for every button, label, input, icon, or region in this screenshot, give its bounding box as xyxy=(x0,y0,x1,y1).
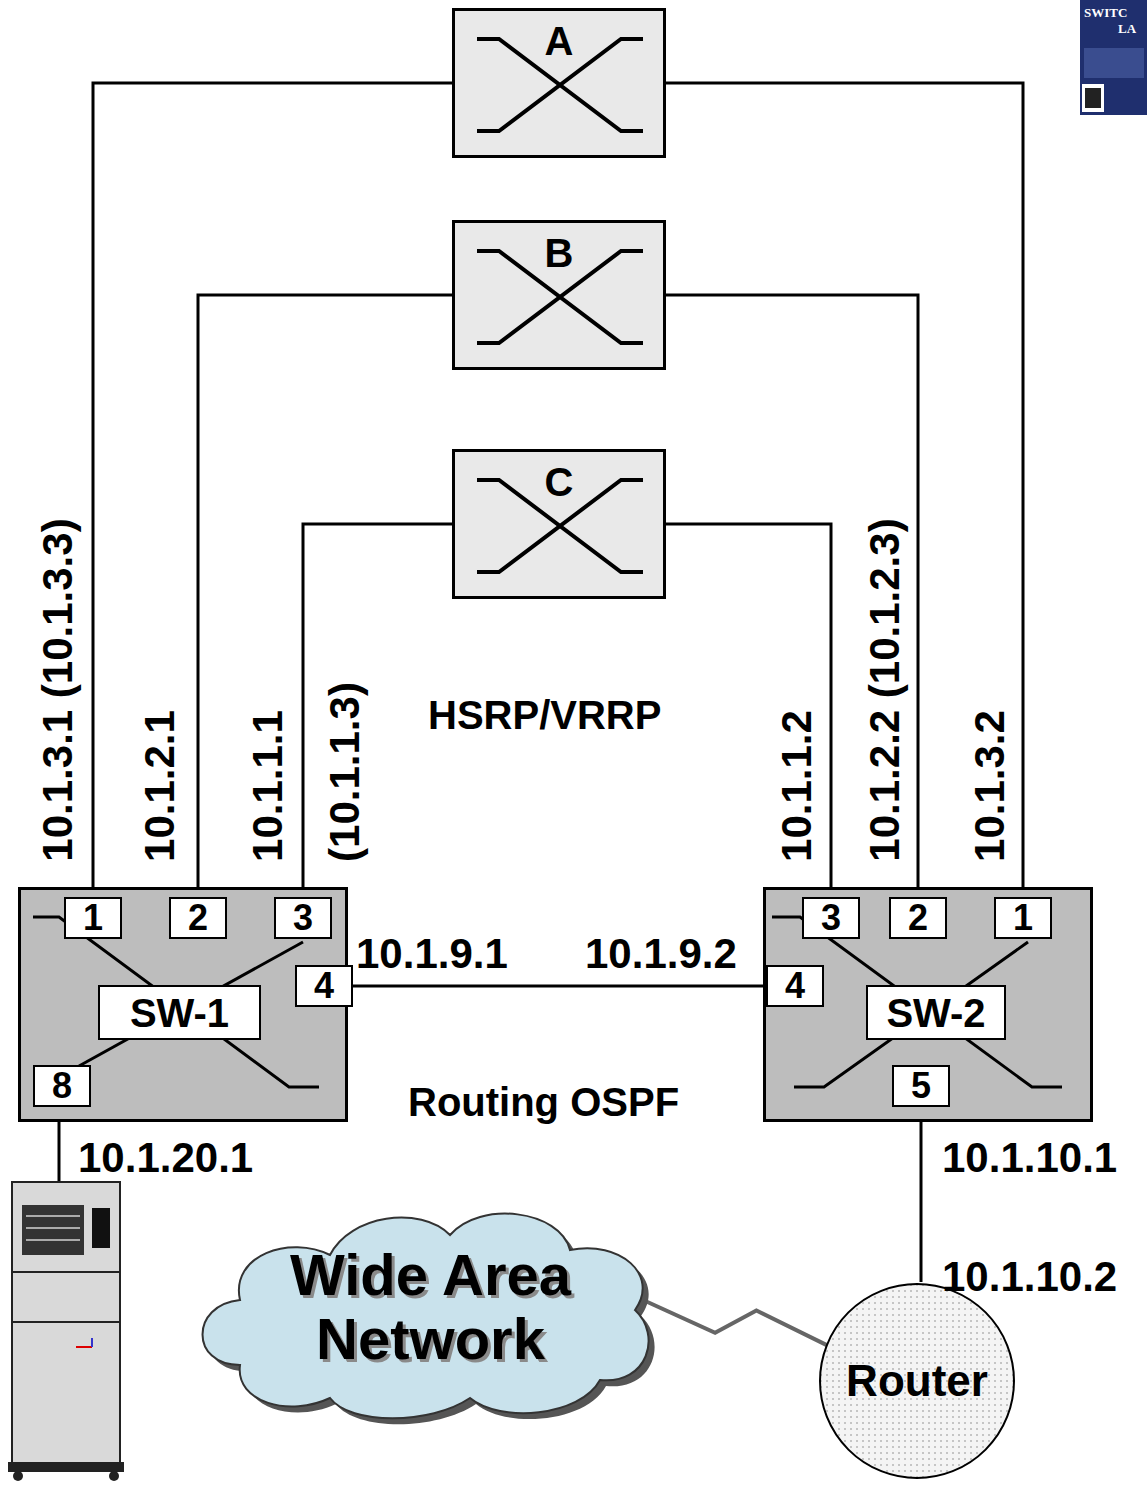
book-cover xyxy=(1080,0,1147,115)
ip-address-label: 10.1.1.1 xyxy=(247,710,289,862)
switch-box: SW-1 1 2 3 4 8 xyxy=(18,887,348,1122)
xbox-label: B xyxy=(541,233,578,273)
ip-address-label: 10.1.2.1 xyxy=(139,710,181,862)
port-label: 4 xyxy=(768,967,822,1005)
server-panel xyxy=(92,1208,110,1248)
port-label: 3 xyxy=(276,899,330,937)
port-label: 3 xyxy=(804,899,858,937)
ip-address-label: 10.1.3.2 xyxy=(969,710,1011,862)
server-led xyxy=(91,1338,93,1347)
port-box: 8 xyxy=(33,1065,91,1107)
connector-line xyxy=(920,1107,923,1282)
server-wheel xyxy=(109,1471,119,1481)
server-seam xyxy=(12,1321,120,1323)
server-body xyxy=(12,1182,120,1464)
switch-label: SW-1 xyxy=(98,985,261,1040)
connector-line xyxy=(666,295,918,897)
cross-connect-box: C xyxy=(452,449,666,599)
switch-line xyxy=(33,917,319,1087)
port-label: 8 xyxy=(35,1067,89,1105)
server-drive-slot xyxy=(26,1239,80,1241)
server-base xyxy=(8,1462,124,1472)
port-label: 1 xyxy=(66,899,120,937)
port-box: 1 xyxy=(994,897,1052,939)
cloud-outline xyxy=(203,1214,649,1419)
port-box: 3 xyxy=(802,897,860,939)
book-cover-text: SWITC xyxy=(1084,6,1127,19)
wan-cloud: Wide Area Network xyxy=(180,1195,665,1432)
port-box: 5 xyxy=(892,1065,950,1107)
router-outline xyxy=(820,1284,1014,1478)
server-wheel xyxy=(13,1471,23,1481)
connector-line xyxy=(93,83,452,897)
ip-address-label: 10.1.1.2 xyxy=(776,710,818,862)
network-label: HSRP/VRRP xyxy=(428,695,661,735)
publisher-logo-mark xyxy=(1085,88,1101,108)
ip-address-label: (10.1.1.3) xyxy=(324,682,366,862)
server-drive-slot xyxy=(26,1215,80,1217)
server-led xyxy=(76,1346,92,1348)
cloud-label: Wide Area Network xyxy=(261,1243,601,1371)
port-box: 3 xyxy=(274,897,332,939)
connector-line xyxy=(353,985,766,988)
cross-connect-box: B xyxy=(452,220,666,370)
port-label: 4 xyxy=(297,967,351,1005)
network-label: 10.1.10.1 xyxy=(942,1137,1117,1179)
port-box: 4 xyxy=(766,965,824,1007)
network-label: 10.1.20.1 xyxy=(78,1137,253,1179)
connector-line xyxy=(666,524,831,897)
server-seam xyxy=(12,1271,120,1273)
connector-line xyxy=(666,83,1023,897)
connector-line xyxy=(631,1295,827,1346)
connector-line xyxy=(198,295,452,897)
router-circle: Router xyxy=(818,1282,1016,1480)
port-label: 2 xyxy=(891,899,945,937)
network-label: 10.1.9.2 xyxy=(585,933,737,975)
publisher-logo xyxy=(1082,84,1104,112)
book-cover-text: LA xyxy=(1118,22,1136,35)
network-label: 10.1.10.2 xyxy=(942,1256,1117,1298)
port-box: 4 xyxy=(295,965,353,1007)
port-box: 1 xyxy=(64,897,122,939)
switch-line xyxy=(79,942,303,1066)
server-drive xyxy=(22,1205,84,1255)
switch-label: SW-2 xyxy=(866,985,1006,1040)
port-label: 5 xyxy=(894,1067,948,1105)
port-label: 1 xyxy=(996,899,1050,937)
port-label: 2 xyxy=(171,899,225,937)
cross-connect-box: A xyxy=(452,8,666,158)
book-band xyxy=(1084,48,1144,78)
port-box: 2 xyxy=(889,897,947,939)
xbox-label: C xyxy=(541,462,578,502)
network-label: 10.1.9.1 xyxy=(356,933,508,975)
ip-address-label: 10.1.3.1 (10.1.3.3) xyxy=(37,519,79,862)
network-label: Routing OSPF xyxy=(408,1082,679,1122)
switch-box: SW-2 32 1 4 5 xyxy=(763,887,1093,1122)
server-drive-slot xyxy=(26,1227,80,1229)
port-box: 2 xyxy=(169,897,227,939)
xbox-label: A xyxy=(541,21,578,61)
ip-address-label: 10.1.2.2 (10.1.2.3) xyxy=(864,519,906,862)
router-label: Router xyxy=(846,1359,988,1403)
